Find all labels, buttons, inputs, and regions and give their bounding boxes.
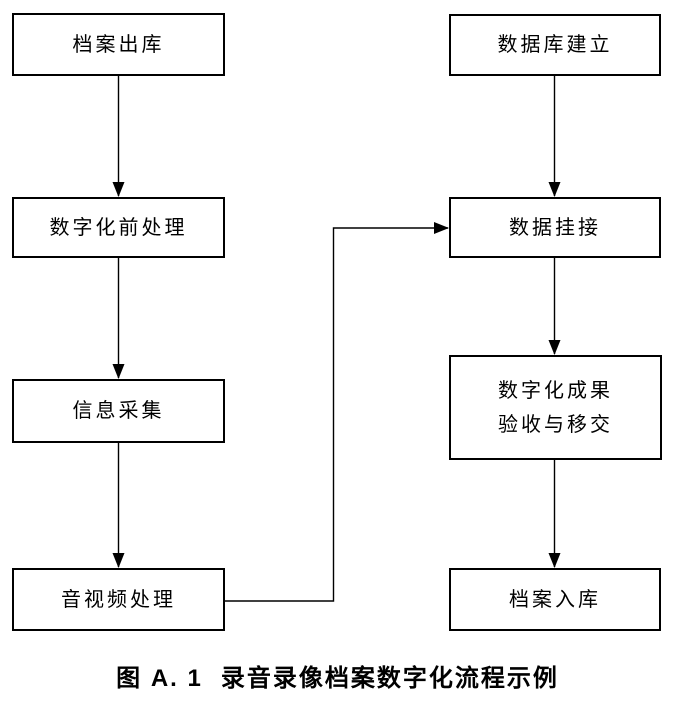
- flow-node-results-acceptance: 数字化成果 验收与移交: [449, 355, 662, 460]
- flow-node-data-linking: 数据挂接: [449, 197, 661, 258]
- flow-node-label: 音视频处理: [61, 588, 176, 611]
- flow-node-archive-storage: 档案入库: [449, 568, 661, 631]
- flow-node-label-line2: 验收与移交: [498, 413, 613, 436]
- figure-caption-label: 图 A. 1: [116, 665, 203, 692]
- flow-node-label: 信息采集: [72, 400, 165, 422]
- flow-node-label: 数据挂接: [509, 216, 601, 239]
- flow-node-pre-digitization: 数字化前处理: [12, 197, 225, 258]
- flow-node-av-processing: 音视频处理: [12, 568, 225, 631]
- figure-caption: 图 A. 1 录音录像档案数字化流程示例: [0, 658, 675, 693]
- figure-caption-title: 录音录像档案数字化流程示例: [220, 665, 559, 692]
- flow-node-label: 数字化前处理: [49, 216, 188, 239]
- flow-node-label-line1: 数字化成果: [498, 379, 613, 402]
- flow-node-database-creation: 数据库建立: [449, 14, 661, 76]
- flow-node-label: 档案出库: [72, 33, 165, 56]
- arrow-av-to-linking: [225, 222, 449, 602]
- flow-node-archive-checkout: 档案出库: [12, 13, 225, 76]
- flow-node-label: 数据库建立: [497, 34, 613, 56]
- flow-node-label: 档案入库: [509, 588, 601, 611]
- flow-node-info-collection: 信息采集: [12, 379, 225, 443]
